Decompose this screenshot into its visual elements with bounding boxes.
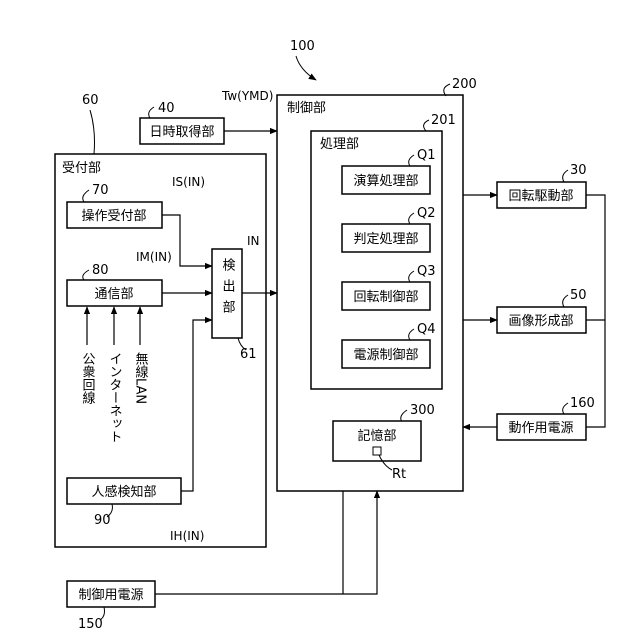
internet-label: インターネット [107, 352, 122, 443]
operation-signal: IS(IN) [172, 175, 205, 189]
power-bus-wire [586, 195, 605, 427]
operation-label: 操作受付部 [81, 208, 146, 224]
human-label: 人感検知部 [91, 484, 156, 500]
figure-ref: 100 [290, 39, 315, 54]
wireless-lan-label: 無線LAN [133, 352, 149, 404]
communication-label: 通信部 [94, 287, 133, 302]
operation-power-ref: 160 [570, 396, 595, 411]
operation-ref: 70 [92, 183, 109, 198]
reception-ref: 60 [82, 93, 99, 108]
control-unit-ref: 200 [452, 77, 477, 92]
memory-label: 記憶部 [357, 428, 396, 444]
control-unit-ref-lead [444, 84, 450, 96]
date-signal-label: Tw(YMD) [221, 89, 273, 103]
image-forming-ref-lead [563, 295, 568, 307]
reception-ref-lead [90, 110, 95, 154]
detector-ref: 61 [240, 347, 257, 362]
rotation-drive-ref-lead [563, 170, 568, 182]
memory-data-square [373, 447, 381, 455]
detector-label: 検出部 [220, 258, 236, 321]
rotation-drive-ref: 30 [570, 163, 587, 178]
public-line-label: 公衆回線 [80, 352, 96, 404]
image-forming-label: 画像形成部 [508, 314, 573, 329]
q3-label: 回転制御部 [353, 290, 418, 305]
figure-ref-lead [296, 56, 316, 80]
control-unit-label: 制御部 [287, 101, 326, 116]
detector-output-signal: IN [247, 234, 260, 248]
reception-label: 受付部 [62, 161, 101, 176]
human-signal: IH(IN) [170, 529, 204, 543]
q4-ref: Q4 [417, 322, 436, 337]
q3-ref: Q3 [417, 264, 436, 279]
q1-label: 演算処理部 [353, 173, 418, 189]
q2-ref: Q2 [417, 206, 436, 221]
operation-power-label: 動作用電源 [508, 421, 573, 436]
q1-ref: Q1 [417, 148, 436, 163]
date-unit-ref: 40 [158, 101, 175, 116]
human-ref: 90 [94, 513, 111, 528]
processing-unit-label: 処理部 [320, 137, 359, 152]
image-forming-ref: 50 [570, 288, 587, 303]
memory-data-ref: Rt [392, 467, 406, 482]
control-power-label: 制御用電源 [78, 588, 143, 603]
operation-power-ref-lead [563, 403, 568, 414]
rotation-drive-label: 回転駆動部 [508, 189, 573, 204]
communication-signal: IM(IN) [136, 250, 172, 264]
processing-unit-ref: 201 [431, 113, 456, 128]
communication-ref: 80 [92, 263, 109, 278]
q2-label: 判定処理部 [353, 232, 418, 247]
date-unit-label: 日時取得部 [149, 124, 214, 140]
q4-label: 電源制御部 [353, 348, 418, 363]
date-unit-ref-lead [149, 107, 154, 118]
memory-ref: 300 [410, 403, 435, 418]
control-power-ref: 150 [78, 617, 103, 632]
